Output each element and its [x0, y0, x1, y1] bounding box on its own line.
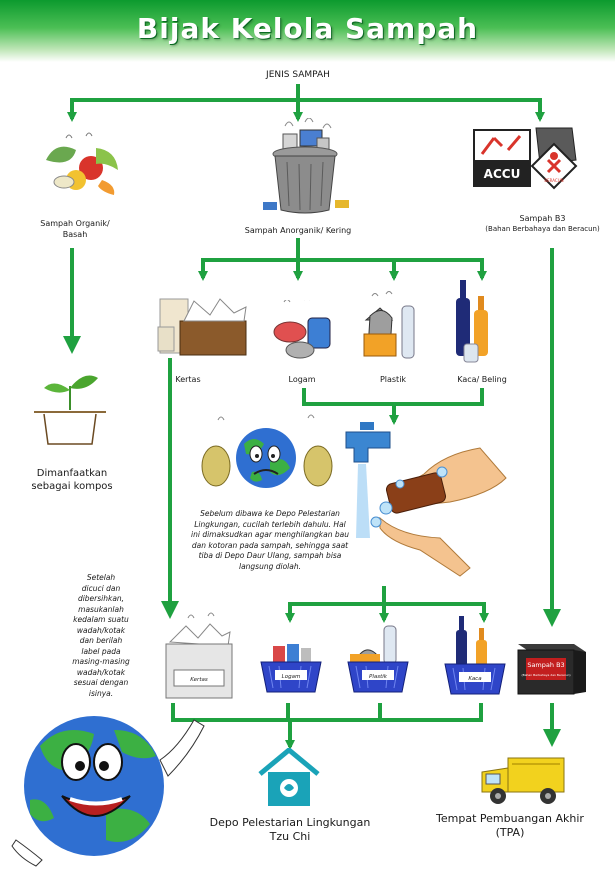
glass-bottles-icon [456, 280, 488, 363]
beracun-sign-label: BERACUN [544, 178, 563, 183]
happy-earth-mascot [11, 716, 205, 867]
sort-instructions-text: Setelah dicuci dan dibersihkan, masukanl… [72, 573, 130, 698]
root-label: JENIS SAMPAH [266, 70, 330, 80]
kaca-bin-icon: Kaca [444, 616, 506, 695]
wash-instructions-text: Sebelum dibawa ke Depo Pelestarian Lingk… [191, 509, 349, 571]
category-organik-label: Sampah Organik/ Basah [40, 219, 110, 239]
subtype-label-kaca: Kaca/ Beling [457, 375, 507, 384]
b3-bin-icon: Sampah B3 (Bahan Berbahaya dan Beracun) [517, 644, 586, 695]
bin-tag-kaca: Kaca [468, 676, 482, 682]
sad-earth-bags-icon [201, 414, 333, 488]
subtype-label-kertas: Kertas [175, 375, 201, 384]
kertas-bin-icon: Kertas [165, 612, 233, 699]
accu-label: ACCU [484, 167, 521, 181]
trash-can-icon [263, 118, 349, 214]
plastik-bin-icon: Plastik [347, 625, 409, 693]
garbage-truck-icon [481, 757, 565, 804]
bin-tag-b3-sub: (Bahan Berbahaya dan Beracun) [521, 673, 570, 677]
bin-tag-b3: Sampah B3 [527, 661, 564, 669]
washing-hands-tap-icon [345, 422, 507, 577]
tzu-chi-depo-house-icon [258, 748, 320, 806]
metal-cans-icon [273, 300, 331, 359]
logam-bin-icon: Logam [260, 644, 322, 693]
page-title: Bijak Kelola Sampah [136, 12, 479, 45]
organic-waste-icon [46, 132, 118, 195]
subtype-label-plastik: Plastik [379, 375, 407, 384]
b3-hazard-icon: ACCU BERACUN [473, 127, 578, 190]
destination-depo-label: Depo Pelestarian Lingkungan Tzu Chi [209, 816, 371, 843]
category-anorganik-label: Sampah Anorganik/ Kering [244, 226, 352, 235]
bin-tag-logam: Logam [282, 674, 301, 680]
bin-tag-kertas: Kertas [190, 677, 208, 683]
category-b3-label: Sampah B3 (Bahan Berbahaya dan Beracun) [485, 214, 600, 233]
header-banner [0, 0, 615, 62]
destination-tpa-label: Tempat Pembuangan Akhir (TPA) [436, 812, 584, 839]
bin-tag-plastik: Plastik [369, 674, 388, 680]
organik-result-label: Dimanfaatkan sebagai kompos [31, 468, 113, 492]
paper-box-icon [157, 298, 247, 356]
seedling-compost-icon [34, 375, 106, 445]
plastic-items-icon [363, 291, 415, 359]
subtype-label-logam: Logam [288, 375, 316, 384]
